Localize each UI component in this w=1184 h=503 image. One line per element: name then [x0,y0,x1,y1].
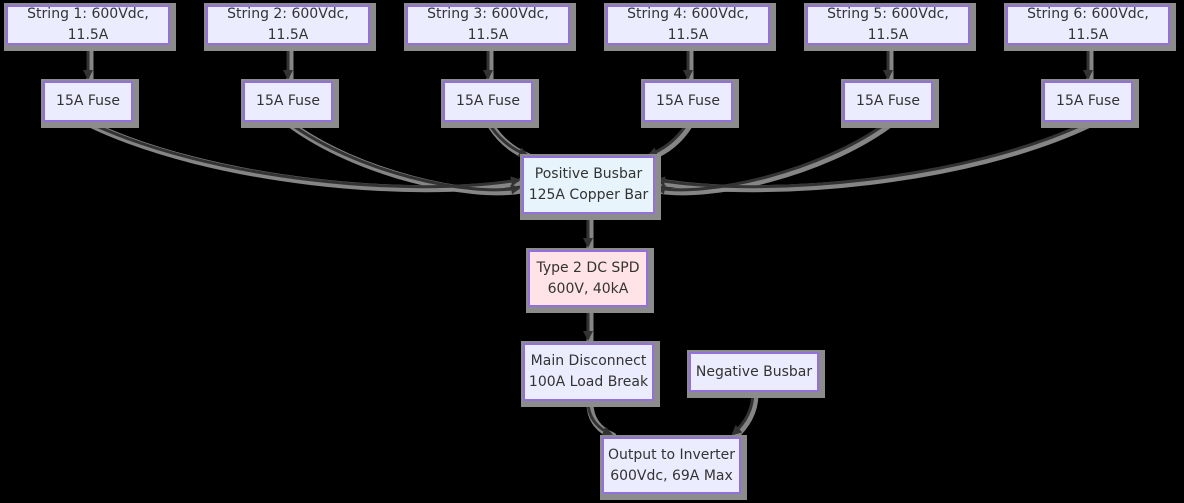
node-spd: Type 2 DC SPD 600V, 40kA [528,250,648,307]
node-string-4: String 4: 600Vdc, 11.5A [606,5,770,45]
node-string-1: String 1: 600Vdc, 11.5A [6,5,170,45]
node-string-3: String 3: 600Vdc, 11.5A [406,5,570,45]
node-negative-busbar: Negative Busbar [689,352,819,392]
node-string-6: String 6: 600Vdc, 11.5A [1006,5,1170,45]
node-fuse-5: 15A Fuse [843,81,933,122]
node-label: String 2: 600Vdc, 11.5A [227,6,349,43]
node-label: 15A Fuse [856,93,920,109]
edge-fuse5-busbar [655,120,889,195]
node-label: String 1: 600Vdc, 11.5A [27,6,149,43]
edge-line-layer [83,45,1093,436]
node-fuse-1: 15A Fuse [43,81,133,122]
node-label-line2: 100A Load Break [528,374,649,390]
node-label-line1: Positive Busbar [534,166,643,182]
node-main-disconnect: Main Disconnect 100A Load Break [523,343,654,401]
edge-fuse6-busbar [655,120,1089,189]
node-label: 15A Fuse [256,93,320,109]
node-label: 15A Fuse [456,93,520,109]
node-string-2: String 2: 600Vdc, 11.5A [206,5,370,45]
node-label: 15A Fuse [56,93,120,109]
node-string-5: String 5: 600Vdc, 11.5A [806,5,970,45]
node-positive-busbar: Positive Busbar 125A Copper Bar [522,156,655,214]
node-label: 15A Fuse [1056,93,1120,109]
node-label: 15A Fuse [656,93,720,109]
node-label: Negative Busbar [695,363,813,380]
node-fuse-4: 15A Fuse [643,81,733,122]
edge-fuse3-busbar [486,121,529,157]
edge-fuse4-busbar [647,121,690,157]
edge-fuse1-busbar [87,120,521,189]
node-label-line2: 600Vdc, 69A Max [610,467,733,484]
node-label: String 5: 600Vdc, 11.5A [827,6,949,43]
node-label-line1: Type 2 DC SPD [536,259,640,276]
node-label-line2: 600V, 40kA [547,280,629,297]
node-fuse-3: 15A Fuse [443,81,533,122]
node-fuse-6: 15A Fuse [1043,81,1133,122]
node-output-inverter: Output to Inverter 600Vdc, 69A Max [602,437,741,494]
node-label: String 6: 600Vdc, 11.5A [1027,6,1149,43]
node-label: String 4: 600Vdc, 11.5A [627,6,749,43]
edge-negbusbar-output [731,391,755,436]
node-label: String 3: 600Vdc, 11.5A [427,6,549,43]
node-label-line2: 125A Copper Bar [528,187,649,203]
edge-disconnect-output [586,400,613,436]
node-label-line1: Output to Inverter [607,446,736,463]
node-fuse-2: 15A Fuse [243,81,333,122]
node-label-line1: Main Disconnect [530,353,647,369]
edge-fuse2-busbar [287,120,521,195]
